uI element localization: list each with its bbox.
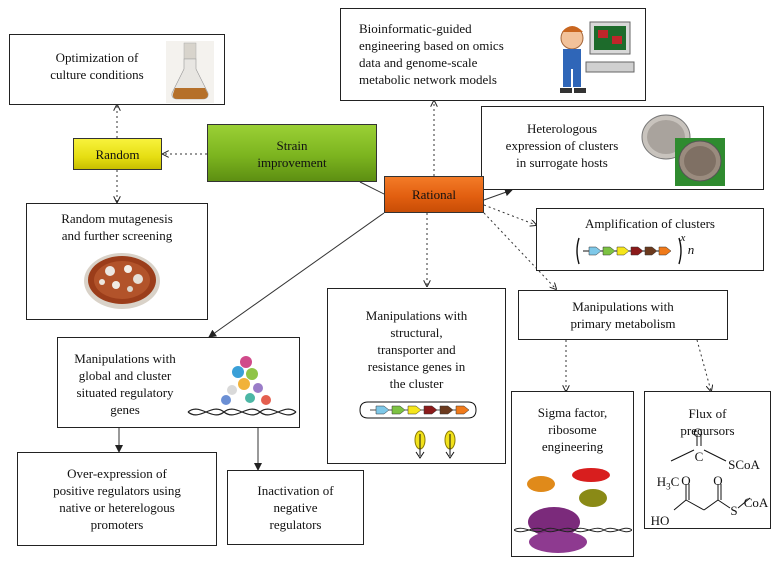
structural-label: Manipulations with structural, transport… [365,308,468,391]
amplification-box [536,208,764,271]
gene-arrow [391,405,406,415]
petri-dishes-image [641,114,725,186]
flux-box [644,391,771,529]
regulatory-label: Manipulations with global and cluster si… [74,351,176,417]
computer-user-image [560,21,635,93]
gene-arrow [423,405,438,415]
gene-arrow [439,405,454,415]
primary-metabolism-label: Manipulations with primary metabolism [570,299,676,331]
gene-arrow [602,246,616,256]
flux-label: Flux of precursors [680,406,735,438]
gene-arrow [455,405,470,415]
ribosome-sigma-image [514,468,632,553]
amplification-exponent: x [680,232,686,244]
amplification-n: n [687,242,695,257]
gene-arrow [644,246,658,256]
chem-carbon: C [694,449,704,464]
primary-metabolism-box [518,290,728,340]
inactivation-label: Inactivation of negative regulators [257,483,334,532]
chem-o-top: O [693,425,703,440]
gene-arrow [630,246,644,256]
optimization-label: Optimization of culture conditions [50,50,144,82]
chem-h3c-c: C [670,474,680,489]
gene-arrow [658,246,672,256]
arrow-primary-to-flux [696,339,711,391]
sigma-label: Sigma factor, ribosome engineering [537,405,608,454]
gene-arrow [616,246,630,256]
heterologous-label: Heterologous expression of clusters in s… [505,121,619,170]
flask-image [166,41,214,103]
gene-arrow [407,405,422,415]
random-node [73,138,162,170]
chem-h3c-sub: 3 [666,481,671,492]
rational-label: Rational [411,187,457,202]
random-label: Random [95,147,140,162]
overexpression-label: Over-expression of positive regulators u… [53,466,181,532]
bioinformatic-label: Bioinformatic-guided engineering based o… [359,21,504,87]
precursor-structures-diagram [670,434,751,511]
overexpression-box [17,452,217,546]
arrow-rational-to-amplification [483,204,536,225]
chem-h3c: H3C [652,456,684,496]
gene-cluster-amplification-diagram [576,237,682,265]
rational-node [384,176,484,213]
chem-o-left: O [681,473,691,488]
strain-improvement-node [207,124,377,182]
mutagenesis-label: Random mutagenesis and further screening [61,211,173,243]
chem-scoa: SCoA [728,457,760,472]
amplification-label: Amplification of clusters [585,216,715,231]
arrow-rational-to-heterologous [483,188,513,201]
gene-arrow [588,246,602,256]
chem-s: S [730,503,738,518]
gene-cluster-transporter-diagram [359,401,477,459]
chem-h3c-h: H [656,474,667,489]
chem-o-right: O [713,473,723,488]
strain-improvement-label: Strain improvement [257,138,327,170]
dna-regulatory-protein-image [187,356,297,416]
petri-dish-colonies-image [84,253,160,309]
chem-ho: HO [650,513,670,528]
inactivation-box [227,470,364,545]
chem-coa: CoA [743,495,769,510]
gene-arrow [375,405,390,415]
